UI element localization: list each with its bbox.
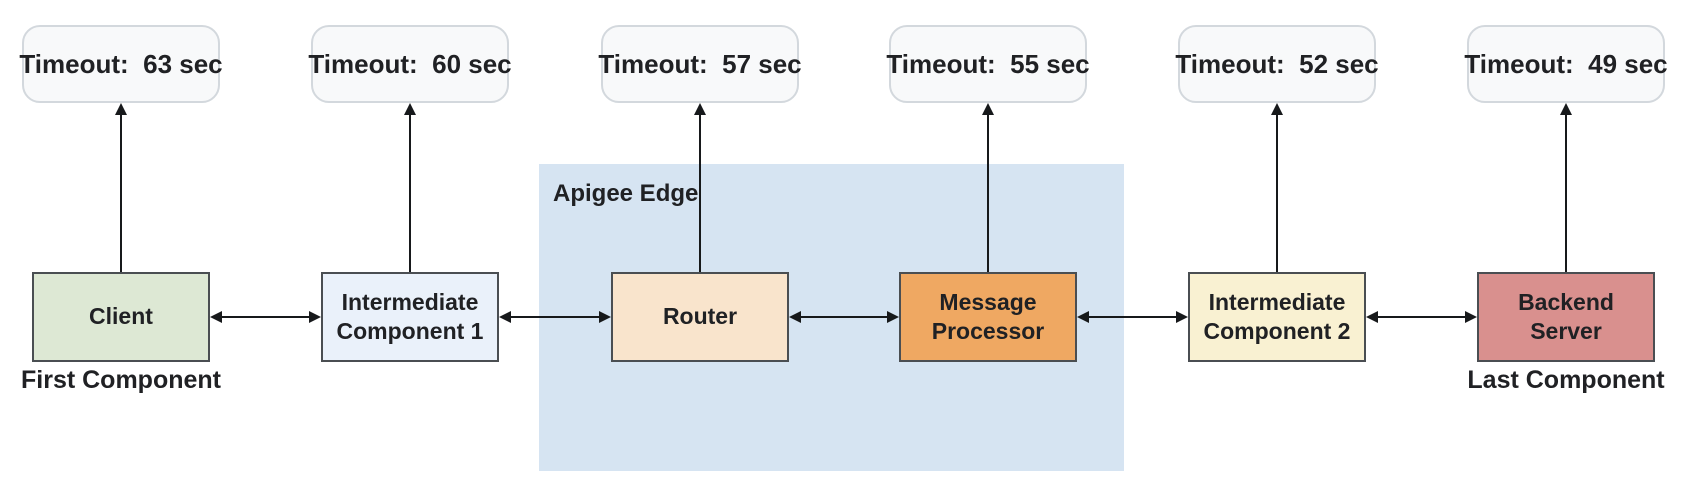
- timeout-box-backend-server: Timeout: 49 sec: [1464, 25, 1668, 103]
- node-client: Client: [32, 272, 210, 362]
- up-arrow-icon: [694, 103, 706, 272]
- bidirectional-arrow-icon: [499, 311, 611, 323]
- node-router: Router: [611, 272, 789, 362]
- timeout-box-router: Timeout: 57 sec: [598, 25, 802, 103]
- node-intermediate-component-1: Intermediate Component 1: [321, 272, 499, 362]
- bidirectional-arrow-icon: [789, 311, 899, 323]
- up-arrow-icon: [1271, 103, 1283, 272]
- timeout-box-intermediate-component-1: Timeout: 60 sec: [308, 25, 512, 103]
- up-arrow-icon: [982, 103, 994, 272]
- apigee-edge-label: Apigee Edge: [553, 180, 699, 207]
- timeout-box-intermediate-component-2: Timeout: 52 sec: [1175, 25, 1379, 103]
- bidirectional-arrow-icon: [1077, 311, 1188, 323]
- bidirectional-arrow-icon: [210, 311, 321, 323]
- bidirectional-arrow-icon: [1366, 311, 1477, 323]
- node-intermediate-component-2: Intermediate Component 2: [1188, 272, 1366, 362]
- caption-first-component: First Component: [21, 366, 221, 394]
- timeout-box-client: Timeout: 63 sec: [19, 25, 223, 103]
- up-arrow-icon: [1560, 103, 1572, 272]
- timeout-box-message-processor: Timeout: 55 sec: [886, 25, 1090, 103]
- node-backend-server: Backend Server: [1477, 272, 1655, 362]
- up-arrow-icon: [404, 103, 416, 272]
- up-arrow-icon: [115, 103, 127, 272]
- caption-last-component: Last Component: [1467, 366, 1665, 394]
- node-message-processor: Message Processor: [899, 272, 1077, 362]
